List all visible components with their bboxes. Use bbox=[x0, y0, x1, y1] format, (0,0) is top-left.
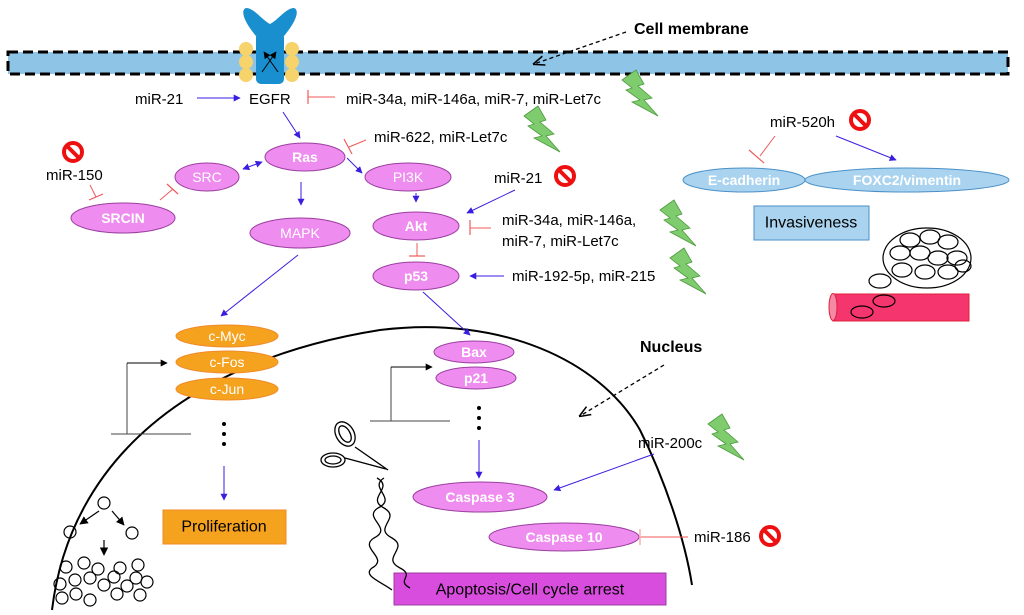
downregulated-stop-icon bbox=[849, 109, 871, 131]
node-foxc2: FOXC2/vimentin bbox=[804, 167, 1010, 193]
upregulated-bolt-icon bbox=[621, 69, 659, 117]
node-ecadherin: E-cadherin bbox=[682, 167, 806, 193]
p53-bax-arrow bbox=[422, 291, 471, 336]
promoter-right-icon bbox=[370, 363, 450, 422]
mir200c-caspase3-arrow bbox=[553, 453, 655, 492]
ras-pi3k-arrow bbox=[346, 157, 363, 174]
downregulated-stop-icon bbox=[62, 141, 84, 163]
blood-vessel-icon bbox=[828, 293, 970, 322]
ellipsis-right bbox=[477, 406, 481, 430]
egfr-label: EGFR bbox=[249, 91, 291, 108]
node-ras: Ras bbox=[264, 142, 346, 172]
node-cjun: c-Jun bbox=[175, 377, 279, 401]
apoptosis-box: Apoptosis/Cell cycle arrest bbox=[393, 572, 667, 606]
cell-division-icon bbox=[53, 496, 154, 607]
cell-membrane-label: Cell membrane bbox=[634, 21, 749, 38]
svg-text:PI3K: PI3K bbox=[393, 169, 424, 185]
nucleus-envelope bbox=[51, 326, 693, 611]
svg-text:p21: p21 bbox=[464, 370, 488, 386]
akt-inhibition bbox=[469, 220, 491, 235]
svg-text:Caspase 3: Caspase 3 bbox=[445, 489, 514, 505]
node-akt: Akt bbox=[372, 211, 460, 241]
node-srcin: SRCIN bbox=[70, 202, 176, 234]
mir21-akt-arrow bbox=[466, 189, 516, 214]
svg-text:MAPK: MAPK bbox=[280, 225, 320, 241]
egfr-inhibition bbox=[307, 90, 335, 104]
downregulated-stop-icon bbox=[554, 165, 576, 187]
ras-inhibitors-label: miR-622, miR-Let7c bbox=[374, 129, 508, 146]
mapk-cmyc-arrow bbox=[220, 254, 299, 317]
cell-membrane bbox=[6, 50, 1010, 76]
invasiveness-box: Invasiveness bbox=[753, 205, 870, 241]
svg-text:Apoptosis/Cell cycle arrest: Apoptosis/Cell cycle arrest bbox=[436, 582, 625, 599]
svg-text:p53: p53 bbox=[404, 268, 428, 284]
akt-p53-inhibition bbox=[409, 243, 425, 257]
downregulated-stop-icon bbox=[759, 525, 781, 547]
svg-text:Proliferation: Proliferation bbox=[181, 519, 266, 536]
egfr-ras-arrow bbox=[282, 111, 301, 139]
svg-text:E-cadherin: E-cadherin bbox=[708, 172, 780, 188]
mir150-inhibition bbox=[88, 184, 104, 201]
svg-text:Caspase 10: Caspase 10 bbox=[525, 529, 602, 545]
node-cmyc: c-Myc bbox=[175, 324, 279, 348]
node-bax: Bax bbox=[433, 340, 515, 364]
tumor-cluster-icon bbox=[868, 227, 972, 289]
src-ras-arrow bbox=[242, 160, 263, 171]
svg-text:SRC: SRC bbox=[192, 169, 222, 185]
cell-membrane-pointer bbox=[534, 31, 627, 64]
promoter-left-icon bbox=[111, 359, 191, 435]
upregulated-bolt-icon bbox=[523, 105, 561, 153]
svg-text:SRCIN: SRCIN bbox=[101, 210, 145, 226]
mir21-egfr-label: miR-21 bbox=[135, 91, 183, 108]
svg-text:Akt: Akt bbox=[405, 218, 428, 234]
akt-inhibitors-label-2: miR-7, miR-Let7c bbox=[502, 233, 619, 250]
mir520h-label: miR-520h bbox=[770, 114, 835, 131]
egfr-receptor-icon bbox=[239, 8, 299, 84]
upregulated-bolt-icon bbox=[707, 413, 745, 461]
ras-inhibition bbox=[343, 138, 367, 155]
ellipsis-left bbox=[222, 422, 226, 446]
upregulated-bolt-icon bbox=[659, 199, 697, 247]
upregulated-bolt-icon bbox=[669, 247, 707, 295]
node-mapk: MAPK bbox=[249, 217, 351, 249]
mir200c-label: miR-200c bbox=[638, 435, 703, 452]
svg-text:Invasiveness: Invasiveness bbox=[765, 215, 858, 232]
mir21-akt-label: miR-21 bbox=[494, 170, 542, 187]
node-p21: p21 bbox=[435, 366, 517, 390]
caspase10-inhibition bbox=[639, 529, 688, 545]
proliferation-box: Proliferation bbox=[162, 509, 287, 545]
svg-text:Bax: Bax bbox=[461, 344, 487, 360]
svg-text:c-Myc: c-Myc bbox=[208, 328, 245, 344]
nucleus-label: Nucleus bbox=[640, 339, 702, 356]
node-pi3k: PI3K bbox=[364, 162, 452, 192]
akt-inhibitors-label-1: miR-34a, miR-146a, bbox=[502, 212, 636, 229]
egfr-inhibitors-label: miR-34a, miR-146a, miR-7, miR-Let7c bbox=[346, 91, 602, 108]
mir150-label: miR-150 bbox=[46, 167, 103, 184]
svg-text:Ras: Ras bbox=[292, 149, 318, 165]
node-cfos: c-Fos bbox=[175, 350, 279, 374]
svg-text:c-Jun: c-Jun bbox=[210, 381, 244, 397]
node-src: SRC bbox=[174, 162, 240, 192]
svg-text:FOXC2/vimentin: FOXC2/vimentin bbox=[853, 172, 961, 188]
p53-activators-label: miR-192-5p, miR-215 bbox=[512, 268, 655, 285]
scissors-dna-icon bbox=[320, 421, 411, 591]
srcin-src-inhibition bbox=[159, 183, 179, 201]
nucleus-pointer bbox=[580, 364, 665, 416]
mir186-label: miR-186 bbox=[694, 529, 751, 546]
node-caspase10: Caspase 10 bbox=[488, 522, 640, 552]
mir520h-foxc2-arrow bbox=[835, 135, 897, 161]
node-caspase3: Caspase 3 bbox=[412, 481, 548, 513]
ecadherin-inhibition bbox=[748, 135, 776, 164]
svg-text:c-Fos: c-Fos bbox=[210, 354, 245, 370]
node-p53: p53 bbox=[372, 261, 460, 291]
